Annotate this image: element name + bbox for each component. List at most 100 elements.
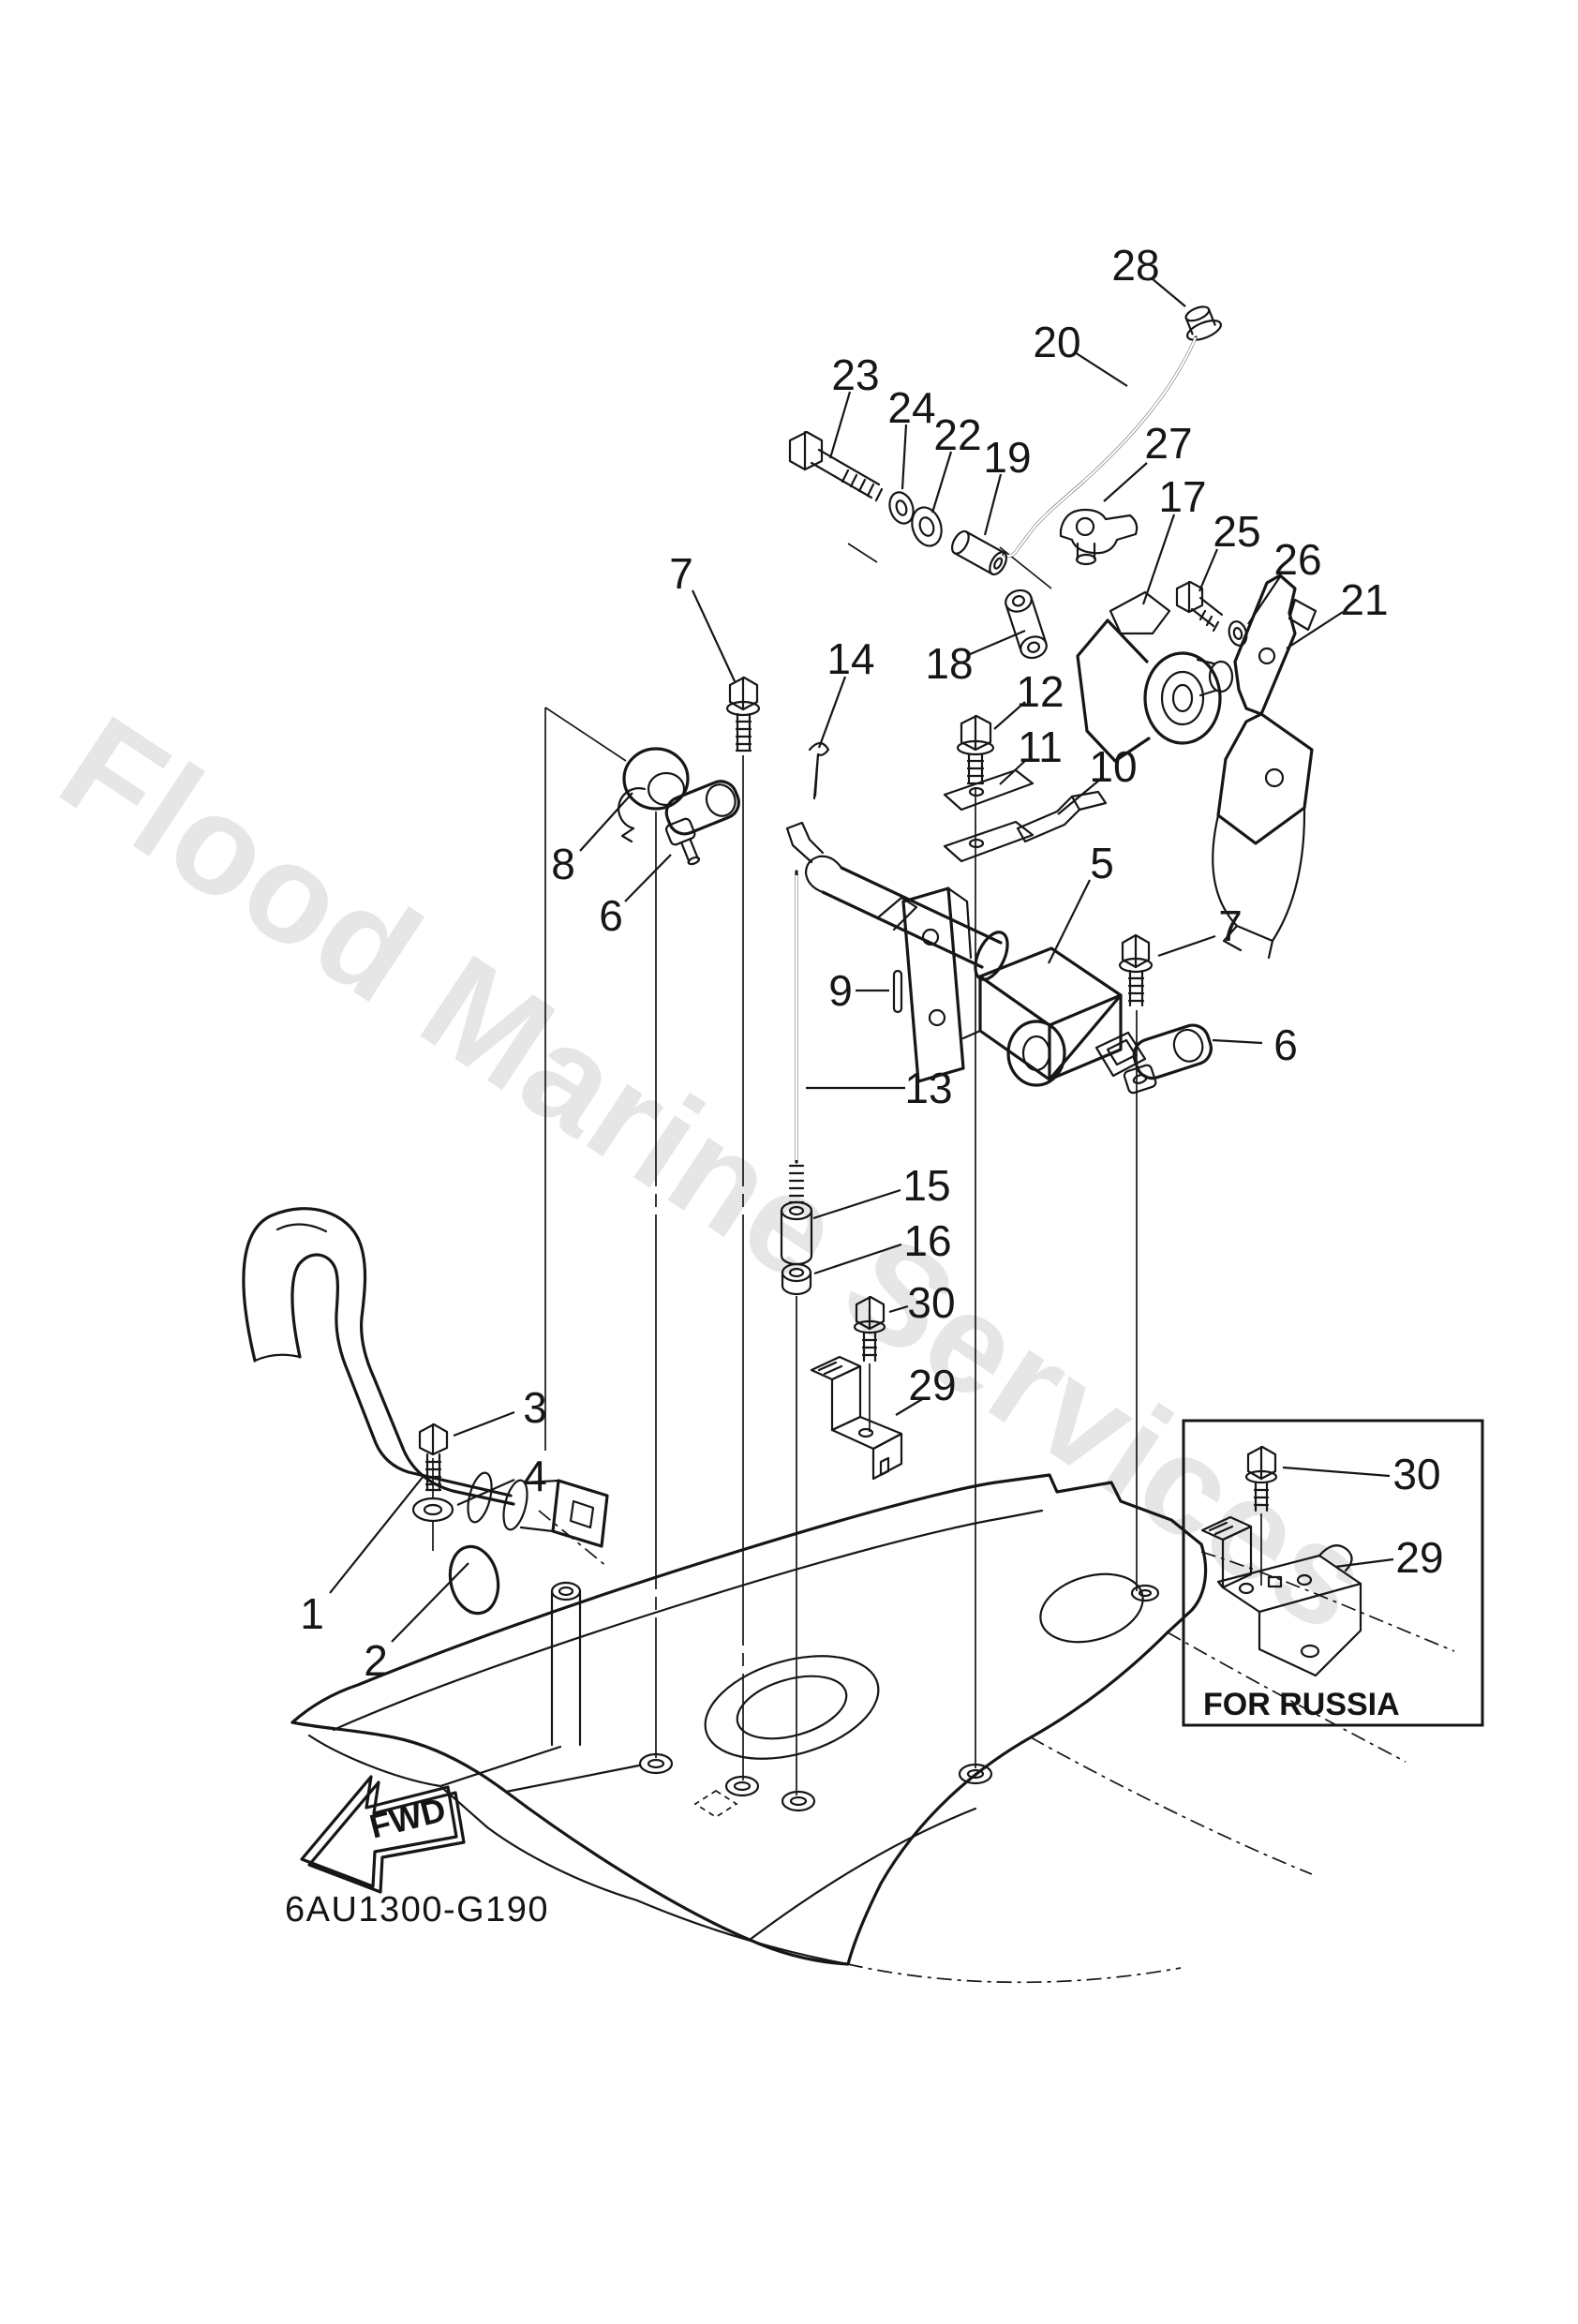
callout-leader-6b	[1212, 1038, 1263, 1045]
part-29-inset-bracket	[1200, 1515, 1362, 1677]
part-16-nut	[781, 1262, 812, 1296]
callout-19: 19	[983, 433, 1031, 482]
part-18-joint-link	[1005, 588, 1048, 660]
part-8-grommet	[618, 747, 690, 843]
part-7b-bolt	[1118, 933, 1154, 1007]
part-code: 6AU1300-G190	[285, 1890, 549, 1929]
part-14-cotter-pin	[808, 741, 830, 800]
callout-21: 21	[1340, 575, 1388, 624]
part-9-pin	[892, 969, 903, 1014]
callout-leader-20	[1074, 351, 1128, 387]
callout-9: 9	[828, 966, 853, 1015]
part-29-bracket	[810, 1355, 903, 1481]
callout-leader-19	[983, 473, 1003, 536]
callout-1: 1	[300, 1589, 324, 1638]
callout-leader-27	[1103, 462, 1148, 502]
callouts-layer: 1234566778910111213141516171819202122232…	[300, 241, 1443, 1685]
callout-leader-12	[993, 701, 1026, 730]
callout-28: 28	[1111, 241, 1159, 290]
fwd-label: FWD	[365, 1790, 449, 1846]
callout-leader-5	[1048, 879, 1091, 964]
fwd-arrow: FWD	[300, 1775, 466, 1894]
callout-7b: 7	[1218, 901, 1243, 950]
part-1-tiller-handle	[242, 1207, 609, 1548]
callout-leader-16	[813, 1243, 902, 1275]
callout-13: 13	[904, 1064, 952, 1112]
cowling-boss	[638, 1584, 1160, 1812]
callout-leader-26	[1247, 574, 1282, 625]
callout-leader-30	[888, 1304, 909, 1314]
part-13-link-rod	[788, 870, 805, 1204]
callout-2: 2	[364, 1636, 388, 1685]
callout-3: 3	[523, 1383, 547, 1432]
callout-leader-10	[1057, 778, 1102, 815]
callout-20: 20	[1033, 318, 1080, 366]
part-28-cable-cap	[1184, 305, 1222, 341]
part-12-bolt	[956, 714, 995, 785]
part-22-washer	[911, 506, 943, 547]
callout-30-inset: 30	[1392, 1450, 1440, 1498]
callout-30: 30	[907, 1278, 955, 1327]
callout-26: 26	[1273, 535, 1321, 584]
callout-23: 23	[831, 350, 879, 399]
callout-10: 10	[1089, 742, 1137, 791]
part-7a-bolt	[725, 676, 761, 752]
callout-leader-30-inset	[1282, 1466, 1391, 1478]
callout-leader-18	[967, 629, 1026, 657]
callout-leader-7a	[692, 589, 736, 682]
watermark-text: Flood Marine Services	[35, 686, 1398, 1662]
callout-leader-7b	[1157, 934, 1216, 958]
part-17-throttle-lever	[1076, 590, 1234, 763]
part-6b-cable-clamp	[1123, 1023, 1213, 1095]
callout-4: 4	[523, 1452, 547, 1500]
part-25-bolt	[1175, 580, 1224, 633]
part-21-bracket	[1212, 574, 1317, 960]
callout-6a: 6	[599, 891, 623, 940]
callout-7a: 7	[669, 549, 693, 598]
inset-caption: FOR RUSSIA	[1203, 1687, 1400, 1722]
callout-leader-28	[1151, 277, 1186, 307]
part-5-throttle-control-unit	[901, 886, 1147, 1087]
part-23-bolt	[788, 430, 884, 502]
callout-leader-25	[1198, 548, 1219, 592]
callout-17: 17	[1158, 472, 1206, 521]
callout-8: 8	[551, 840, 575, 888]
part-30-inset-bolt	[1244, 1445, 1278, 1586]
callout-leader-6a	[624, 854, 672, 902]
callout-leader-22	[930, 451, 953, 514]
callout-12: 12	[1016, 667, 1064, 716]
callout-27: 27	[1144, 419, 1192, 468]
callout-6b: 6	[1273, 1020, 1298, 1069]
callout-11: 11	[1018, 723, 1063, 771]
callout-leader-4	[456, 1478, 515, 1507]
callout-leader-11	[999, 758, 1028, 785]
callout-22: 22	[933, 410, 981, 459]
inset-border	[1182, 1419, 1484, 1727]
callout-24: 24	[887, 383, 935, 432]
part-2-o-ring	[448, 1544, 500, 1616]
callout-leader-8	[579, 792, 633, 852]
callout-leader-29-inset	[1334, 1557, 1394, 1569]
callout-leader-17	[1141, 514, 1176, 605]
part-11-plates	[943, 768, 1035, 863]
callout-leader-24	[901, 424, 908, 490]
callout-leader-15	[812, 1188, 901, 1220]
part-4-washer	[411, 1497, 454, 1523]
callout-leader-1	[329, 1475, 424, 1594]
part-6a-cable-clamp	[664, 780, 740, 866]
callout-29: 29	[908, 1361, 956, 1409]
callout-16: 16	[903, 1216, 951, 1265]
callout-15: 15	[902, 1161, 950, 1210]
callout-leader-3	[453, 1410, 515, 1438]
construction-lines	[432, 543, 1138, 1795]
part-19-pin	[950, 529, 1008, 576]
callout-18: 18	[925, 639, 973, 688]
bottom-cowling	[290, 1473, 1455, 1984]
cowling-steering-post	[550, 1581, 582, 1747]
callout-5: 5	[1090, 839, 1114, 887]
callout-leader-21	[1286, 611, 1344, 649]
part-10-plate	[1016, 790, 1108, 843]
callout-leader-14	[817, 676, 847, 749]
